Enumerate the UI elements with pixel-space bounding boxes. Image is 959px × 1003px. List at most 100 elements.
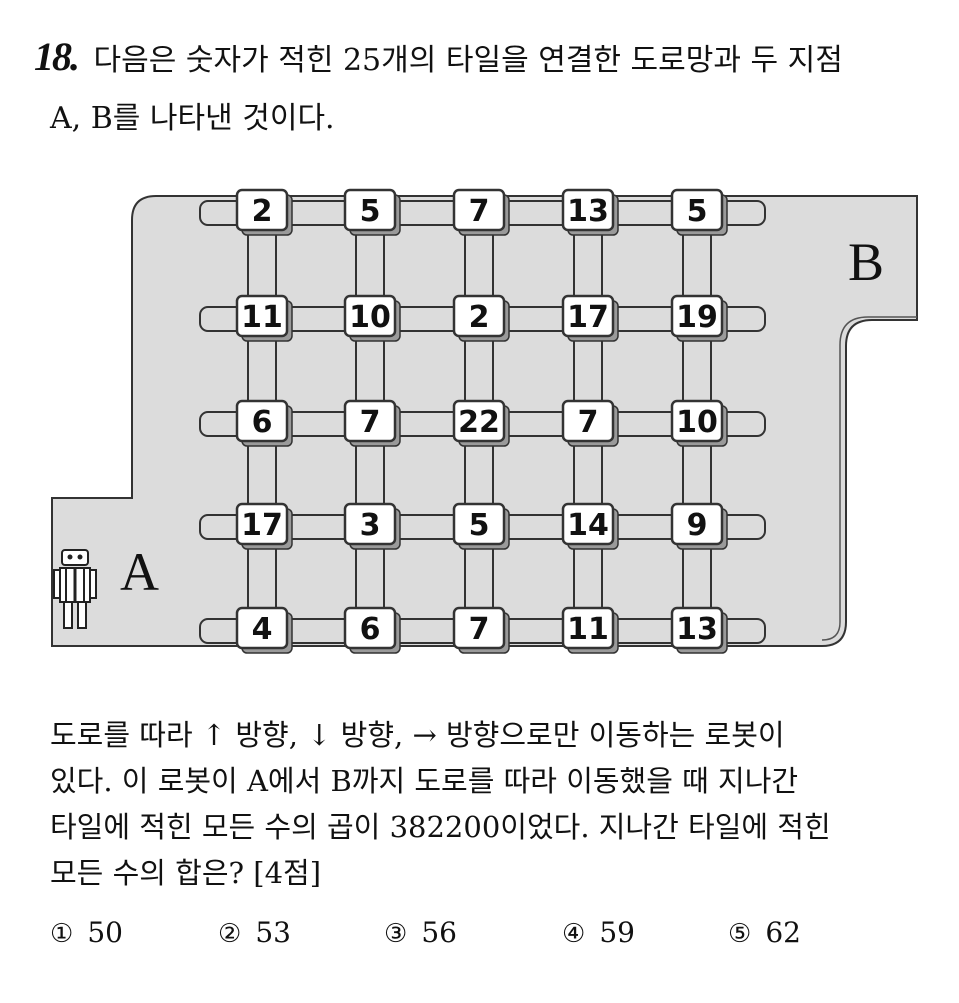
tile-number: 13 — [567, 194, 609, 229]
stem-line-1: 18. 다음은 숫자가 적힌 25개의 타일을 연결한 도로망과 두 지점 — [34, 28, 934, 90]
tile-number: 17 — [241, 508, 283, 543]
tile-number: 6 — [252, 405, 273, 440]
choice-3-number: ③ — [384, 919, 408, 949]
tile-face — [452, 399, 506, 443]
choice-2-value: 53 — [255, 916, 291, 949]
tile-number: 4 — [252, 612, 273, 647]
choice-4[interactable]: ④ 59 — [562, 916, 635, 949]
choice-5-number: ⑤ — [728, 919, 752, 949]
tile-number: 10 — [676, 405, 718, 440]
choice-1-value: 50 — [87, 916, 123, 949]
problem-header: 18. 다음은 숫자가 적힌 25개의 타일을 연결한 도로망과 두 지점 A,… — [34, 28, 934, 148]
tile-face — [561, 502, 615, 546]
tile-face — [343, 502, 397, 546]
tile-face — [670, 606, 724, 650]
tile-number: 17 — [567, 300, 609, 335]
tile-face — [235, 502, 289, 546]
tile-r5-c2: 6 — [343, 606, 401, 654]
tile-number: 10 — [349, 300, 391, 335]
tile-number: 14 — [567, 508, 609, 543]
tile-face — [343, 294, 397, 338]
robot-icon — [53, 549, 97, 629]
tile-face — [670, 399, 724, 443]
choice-1-number: ① — [50, 919, 74, 949]
tile-r2-c2: 10 — [343, 294, 401, 342]
tile-r5-c4: 11 — [561, 606, 619, 654]
tile-number: 9 — [687, 508, 708, 543]
choice-2[interactable]: ② 53 — [218, 916, 291, 949]
tile-number: 11 — [567, 612, 609, 647]
tile-number: 11 — [241, 300, 283, 335]
point-a-label: A — [120, 542, 159, 602]
choice-2-number: ② — [218, 919, 242, 949]
choice-3-value: 56 — [421, 916, 457, 949]
tile-face — [452, 502, 506, 546]
tile-face — [452, 294, 506, 338]
choice-4-number: ④ — [562, 919, 586, 949]
tile-face — [343, 188, 397, 232]
tile-number: 7 — [360, 405, 381, 440]
tile-number: 7 — [578, 405, 599, 440]
tile-r2-c3: 2 — [452, 294, 510, 342]
tile-r2-c1: 11 — [235, 294, 293, 342]
tile-r3-c5: 10 — [670, 399, 728, 447]
body-line-2: 있다. 이 로봇이 A에서 B까지 도로를 따라 이동했을 때 지나간 — [50, 764, 799, 798]
tile-face — [561, 399, 615, 443]
road-network-svg: 2 5 7 13 5 11 10 2 17 19 6 7 22 7 10 17 3 5 14 9 4 6 7 11 13 A B — [51, 188, 918, 654]
tile-r5-c3: 7 — [452, 606, 510, 654]
tile-face — [235, 294, 289, 338]
tile-r1-c5: 5 — [670, 188, 728, 236]
tile-r5-c1: 4 — [235, 606, 293, 654]
tile-face — [561, 606, 615, 650]
tile-r5-c5: 13 — [670, 606, 728, 654]
tile-r3-c3: 22 — [452, 399, 510, 447]
body-line-3: 타일에 적힌 모든 수의 곱이 382200이었다. 지나간 타일에 적힌 — [50, 810, 831, 844]
tile-face — [452, 188, 506, 232]
stem-line-2: A, B를 나타낸 것이다. — [50, 101, 335, 136]
tile-grid: 2 5 7 13 5 11 10 2 17 19 6 7 22 7 10 17 3 5 14 9 4 6 7 11 13 — [235, 188, 728, 654]
tile-number: 2 — [252, 194, 273, 229]
tile-face — [452, 606, 506, 650]
body-line-4: 모든 수의 합은? [4점] — [50, 856, 322, 890]
tile-number: 7 — [469, 194, 490, 229]
tile-face — [561, 294, 615, 338]
stem-text-1: 다음은 숫자가 적힌 25개의 타일을 연결한 도로망과 두 지점 — [93, 43, 843, 78]
choice-3[interactable]: ③ 56 — [384, 916, 457, 949]
tile-face — [343, 606, 397, 650]
tile-r4-c1: 17 — [235, 502, 293, 550]
problem-body: 도로를 따라 ↑ 방향, ↓ 방향, → 방향으로만 이동하는 로봇이 있다. … — [50, 712, 930, 896]
tile-face — [670, 294, 724, 338]
tile-r3-c2: 7 — [343, 399, 401, 447]
tile-r4-c5: 9 — [670, 502, 728, 550]
tile-number: 5 — [687, 194, 708, 229]
road-edge-line — [821, 316, 917, 641]
tile-r2-c4: 17 — [561, 294, 619, 342]
point-b-label: B — [848, 232, 884, 292]
road-network-figure: 2 5 7 13 5 11 10 2 17 19 6 7 22 7 10 17 3 5 14 9 4 6 7 11 13 A B — [0, 170, 959, 670]
tile-face — [670, 188, 724, 232]
tile-r1-c4: 13 — [561, 188, 619, 236]
tile-face — [561, 188, 615, 232]
choice-1[interactable]: ① 50 — [50, 916, 123, 949]
tile-r1-c2: 5 — [343, 188, 401, 236]
tile-number: 3 — [360, 508, 381, 543]
tile-face — [235, 188, 289, 232]
tile-number: 5 — [469, 508, 490, 543]
tile-face — [343, 399, 397, 443]
tile-r4-c4: 14 — [561, 502, 619, 550]
tile-r2-c5: 19 — [670, 294, 728, 342]
tile-number: 22 — [458, 405, 500, 440]
choice-4-value: 59 — [599, 916, 635, 949]
tile-number: 19 — [676, 300, 718, 335]
tile-face — [235, 606, 289, 650]
tile-r4-c2: 3 — [343, 502, 401, 550]
tile-r3-c1: 6 — [235, 399, 293, 447]
tile-number: 7 — [469, 612, 490, 647]
tile-face — [670, 502, 724, 546]
tile-r4-c3: 5 — [452, 502, 510, 550]
tile-r1-c1: 2 — [235, 188, 293, 236]
tile-number: 5 — [360, 194, 381, 229]
tile-number: 2 — [469, 300, 490, 335]
